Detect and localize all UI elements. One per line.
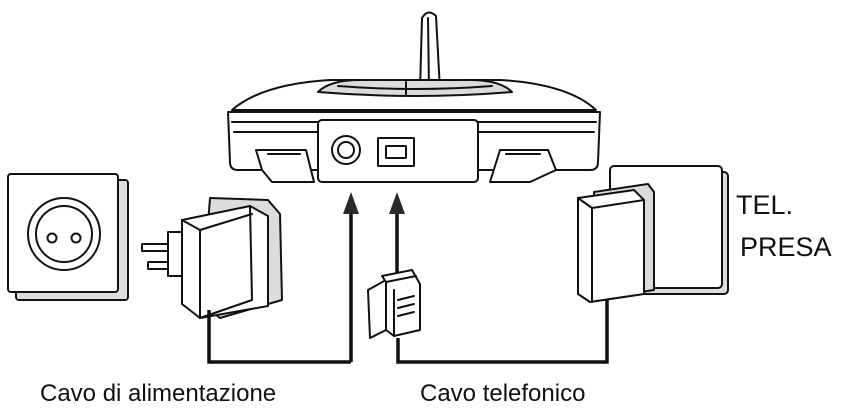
power-cable-label: Cavo di alimentazione	[40, 380, 276, 407]
base-station-icon	[227, 11, 601, 183]
arrow-up-icon	[343, 192, 359, 214]
phone-wall-jack-icon	[577, 165, 729, 303]
phone-cable-wire	[396, 296, 609, 364]
phone-cable-label: Cavo telefonico	[420, 380, 585, 407]
power-arrow	[343, 192, 359, 362]
power-cable-wire	[207, 310, 351, 364]
telephone-plug-icon	[367, 269, 421, 339]
power-adapter-icon	[141, 197, 283, 319]
tel-label: TEL.	[736, 190, 793, 220]
presa-label: PRESA	[740, 232, 832, 262]
wall-socket-icon	[7, 173, 129, 301]
arrow-up-icon	[389, 192, 405, 214]
